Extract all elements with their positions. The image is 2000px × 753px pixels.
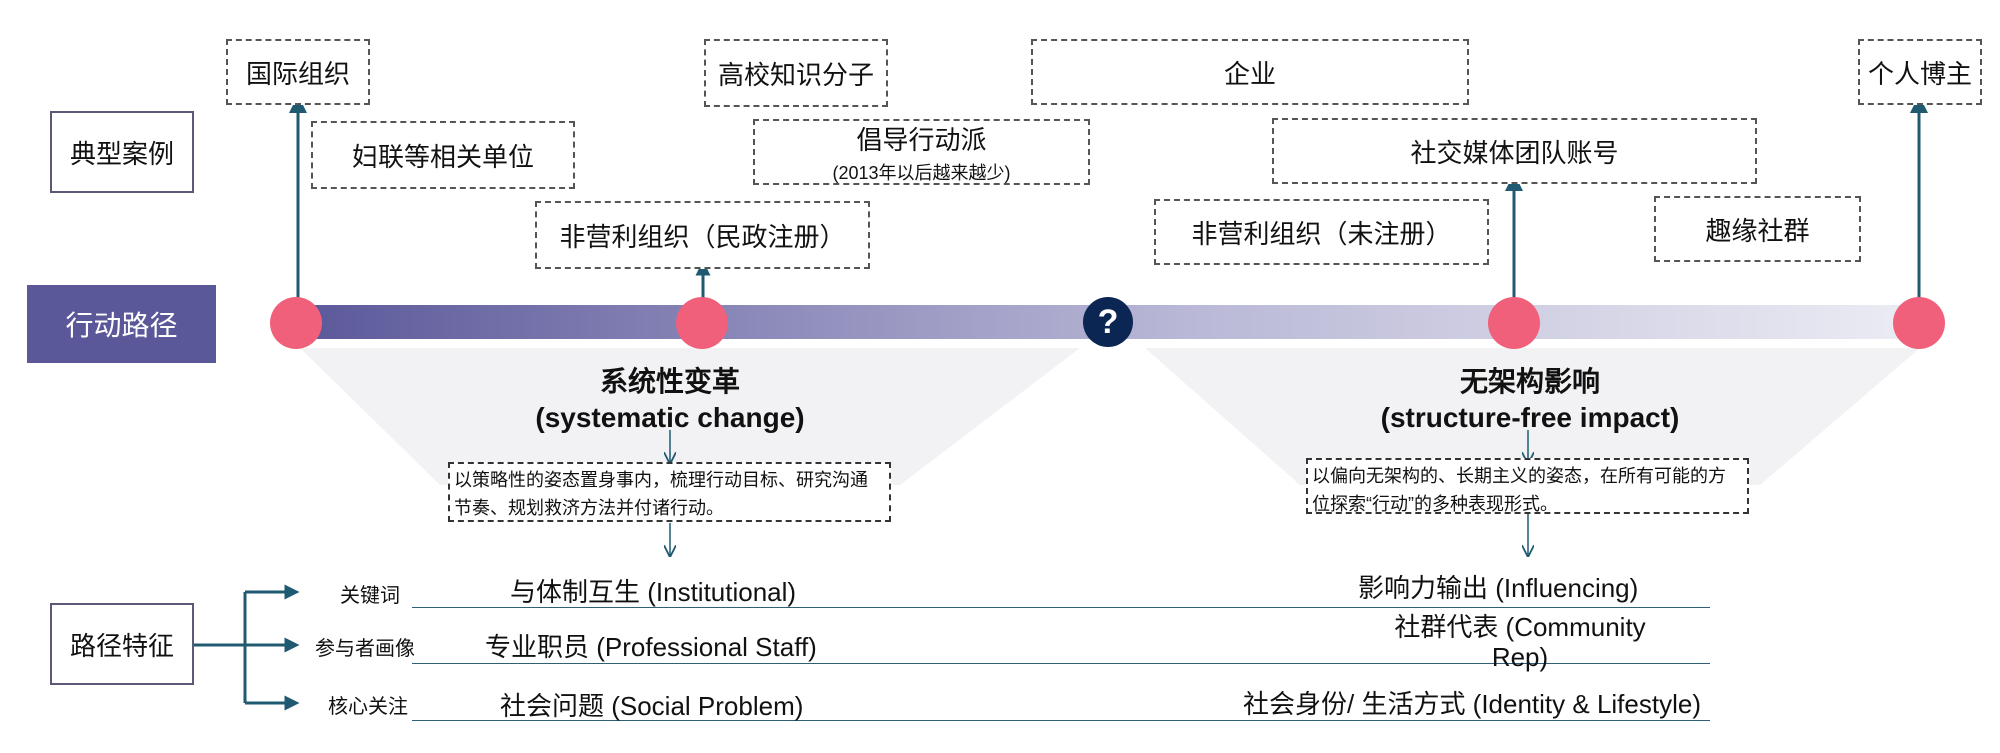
left-path-heading-en: (systematic change) bbox=[535, 402, 805, 433]
right-path-heading-zh: 无架构影响 bbox=[1459, 366, 1600, 397]
case-enterprise: 企业 bbox=[1031, 39, 1469, 105]
path-node-3 bbox=[1488, 297, 1540, 349]
path-node-2 bbox=[676, 297, 728, 349]
feature-row-line-keyword bbox=[412, 607, 1710, 608]
case-npo-registered: 非营利组织（民政注册） bbox=[535, 201, 870, 269]
feature-label-participant: 参与者画像 bbox=[315, 638, 415, 660]
case-intl-org: 国际组织 bbox=[226, 39, 370, 105]
cases-row-label: 典型案例 bbox=[50, 111, 194, 193]
keyword-left: 与体制互生 (Institutional) bbox=[510, 577, 797, 607]
path-center-question: ? bbox=[1083, 297, 1133, 347]
participant-right: 社群代表 (Community Rep) bbox=[1394, 612, 1646, 672]
right-path-description: 以偏向无架构的、长期主义的姿态，在所有可能的方位探索“行动”的多种表现形式。 bbox=[1306, 458, 1749, 514]
left-path-heading-zh: 系统性变革 bbox=[599, 366, 740, 397]
right-path-heading-en: (structure-free impact) bbox=[1380, 402, 1680, 433]
right-cone bbox=[1145, 348, 1920, 485]
case-interest-group: 趣缘社群 bbox=[1654, 196, 1861, 262]
path-node-4 bbox=[1893, 297, 1945, 349]
feature-label-keyword: 关键词 bbox=[340, 585, 400, 607]
case-blogger: 个人博主 bbox=[1858, 39, 1982, 105]
features-row-label: 路径特征 bbox=[50, 603, 194, 685]
left-path-description: 以策略性的姿态置身事内，梳理行动目标、研究沟通节奏、规划救济方法并付诸行动。 bbox=[448, 462, 891, 522]
case-advocacy: 倡导行动派 (2013年以后越来越少) bbox=[753, 119, 1090, 185]
case-social-media-account: 社交媒体团队账号 bbox=[1272, 118, 1757, 184]
feature-row-line-participant bbox=[412, 663, 1710, 664]
left-cone bbox=[300, 348, 1080, 485]
case-npo-unregistered: 非营利组织（未注册） bbox=[1154, 199, 1489, 265]
feature-label-focus: 核心关注 bbox=[328, 696, 408, 718]
focus-left: 社会问题 (Social Problem) bbox=[500, 691, 804, 721]
right-path-heading: 无架构影响 (structure-free impact) bbox=[1360, 364, 1700, 436]
participant-left: 专业职员 (Professional Staff) bbox=[485, 632, 817, 662]
path-row-label: 行动路径 bbox=[27, 285, 216, 363]
case-advocacy-note: (2013年以后越来越少) bbox=[832, 162, 1011, 183]
case-intellectuals: 高校知识分子 bbox=[704, 39, 888, 107]
left-path-heading: 系统性变革 (systematic change) bbox=[500, 364, 840, 436]
case-womens-federation: 妇联等相关单位 bbox=[311, 121, 575, 189]
feature-row-line-focus bbox=[412, 720, 1710, 721]
path-node-1 bbox=[270, 297, 322, 349]
keyword-right: 影响力输出 (Influencing) bbox=[1358, 573, 1639, 603]
focus-right: 社会身份/ 生活方式 (Identity & Lifestyle) bbox=[1243, 689, 1701, 719]
case-advocacy-title: 倡导行动派 bbox=[856, 124, 987, 155]
